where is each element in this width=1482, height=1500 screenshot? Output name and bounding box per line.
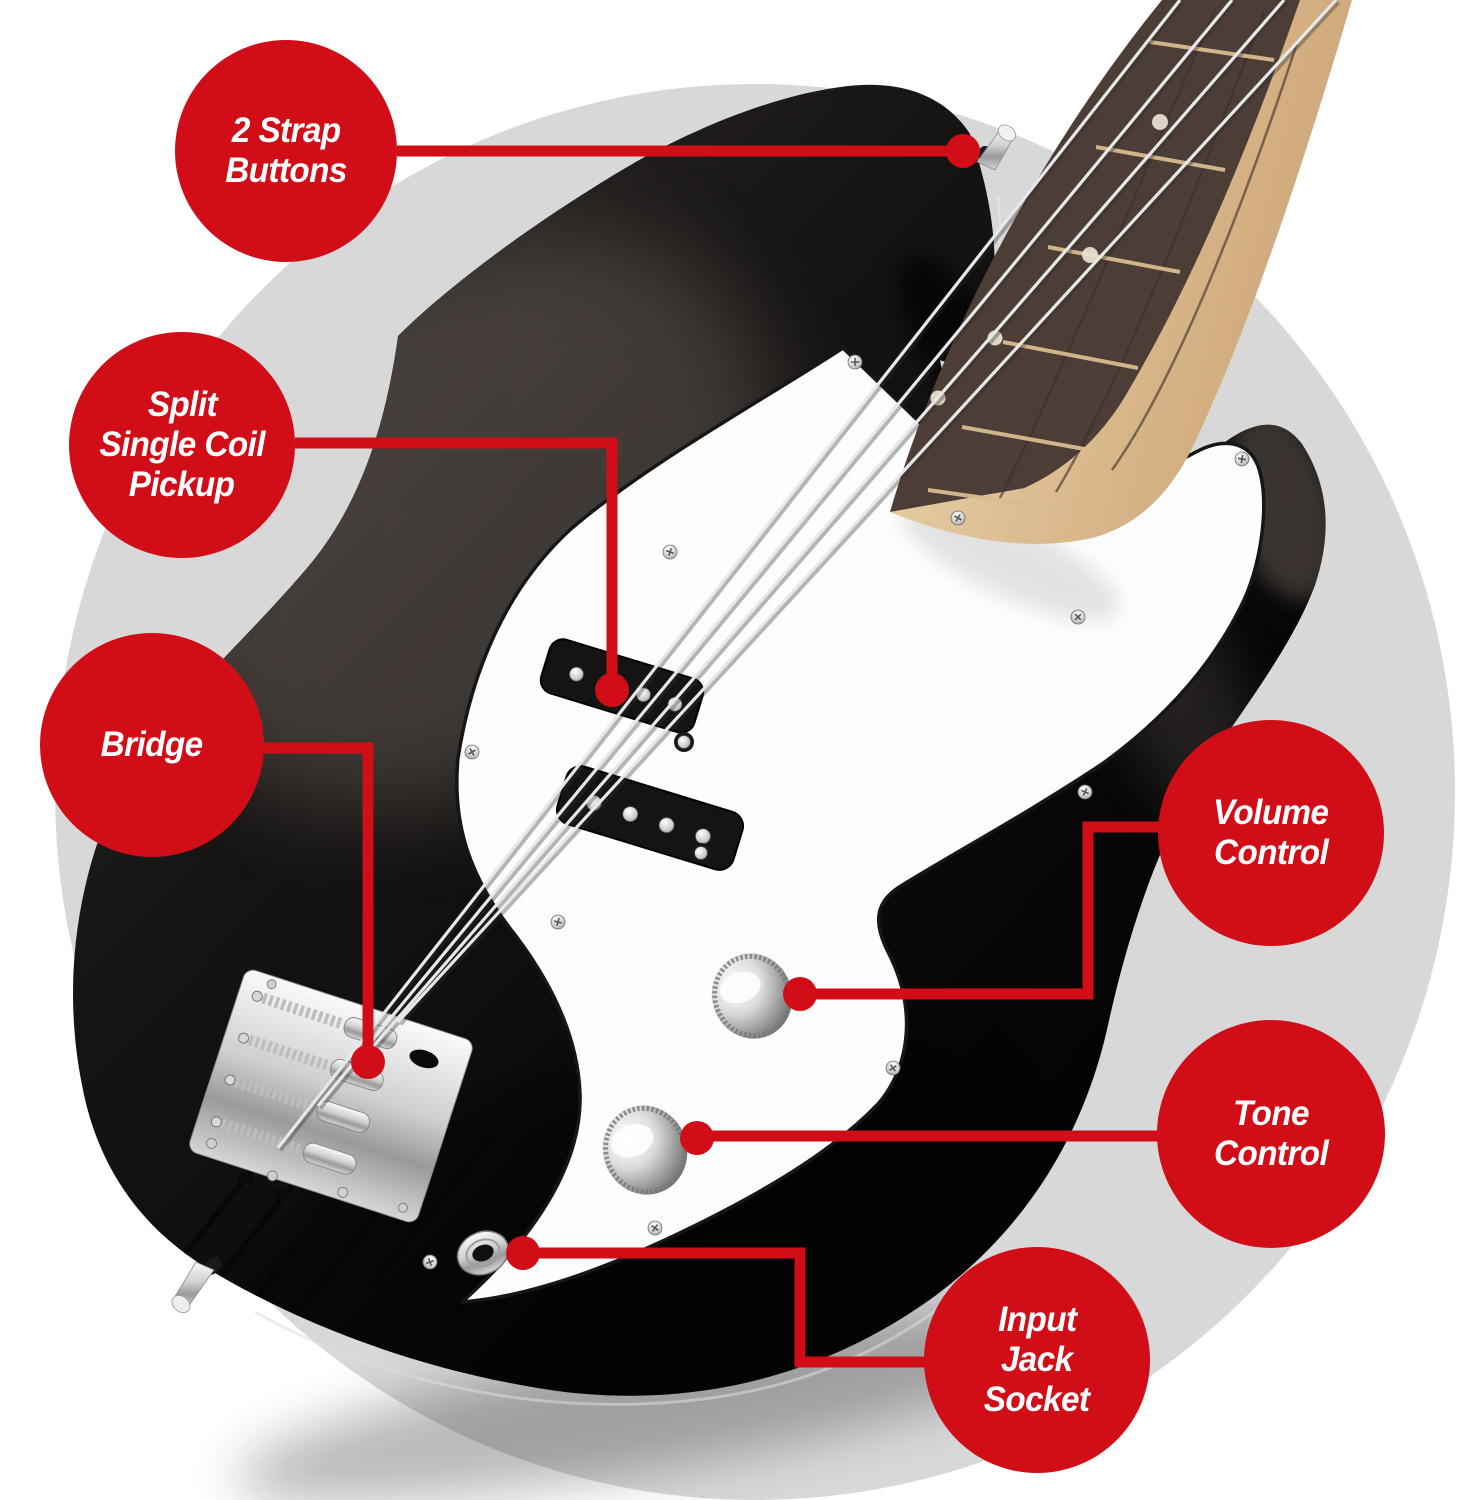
fretboard-grain [998, 9, 1300, 499]
strings [276, 0, 1340, 1152]
connector-volume [800, 821, 1160, 1000]
callout-bridge: Bridge [40, 633, 264, 857]
callout-volume-control: Volume Control [1158, 720, 1384, 946]
marker-dot-split-pickup [595, 673, 629, 707]
connector-bridge [264, 742, 374, 1062]
callout-text-line: Volume [1213, 793, 1329, 833]
marker-dot-jack [506, 1236, 540, 1270]
callout-text-line: Jack [1001, 1340, 1073, 1380]
connector-jack [523, 1247, 930, 1368]
callout-text-line: Tone [1233, 1094, 1309, 1134]
pickup-half-lower [555, 765, 745, 871]
bridge-saddles [210, 990, 398, 1175]
maple-neck-heel [890, 0, 1352, 544]
input-jack [456, 1230, 510, 1276]
callout-strap-buttons: 2 Strap Buttons [175, 40, 397, 262]
bridge-screws [206, 979, 408, 1213]
callout-split-single-coil-pickup: Split Single Coil Pickup [69, 332, 295, 558]
marker-dot-volume [783, 977, 817, 1011]
callout-text-line: Buttons [225, 151, 347, 190]
callout-tone-control: Tone Control [1157, 1020, 1385, 1248]
bridge-plate [189, 969, 473, 1223]
marker-dot-strap-buttons [946, 134, 980, 168]
string-ferrules [238, 1172, 327, 1210]
callout-text-line: Control [1213, 833, 1329, 872]
callout-text-line: Socket [984, 1379, 1090, 1419]
callout-text-line: Single Coil [99, 425, 265, 465]
bridge-hole [409, 1049, 439, 1069]
callout-text-line: Bridge [101, 725, 203, 765]
frets [927, 40, 1275, 512]
strap-button-top [976, 124, 1017, 171]
callout-text-line: 2 Strap [231, 111, 341, 151]
body-edge-highlight [254, 1298, 951, 1406]
connector-split-pickup [295, 437, 618, 690]
marker-dot-tone [680, 1121, 714, 1155]
callout-text-line: Control [1213, 1134, 1329, 1173]
callout-text-line: Pickup [129, 464, 235, 504]
callout-text-line: Split [147, 385, 217, 425]
marker-dot-bridge [351, 1045, 385, 1079]
strap-button-bottom [171, 1257, 222, 1314]
callout-input-jack-socket: Input Jack Socket [924, 1247, 1150, 1473]
bridge [189, 969, 473, 1223]
callout-text-line: Input [997, 1300, 1077, 1340]
pickguard-screws [422, 354, 1250, 1270]
